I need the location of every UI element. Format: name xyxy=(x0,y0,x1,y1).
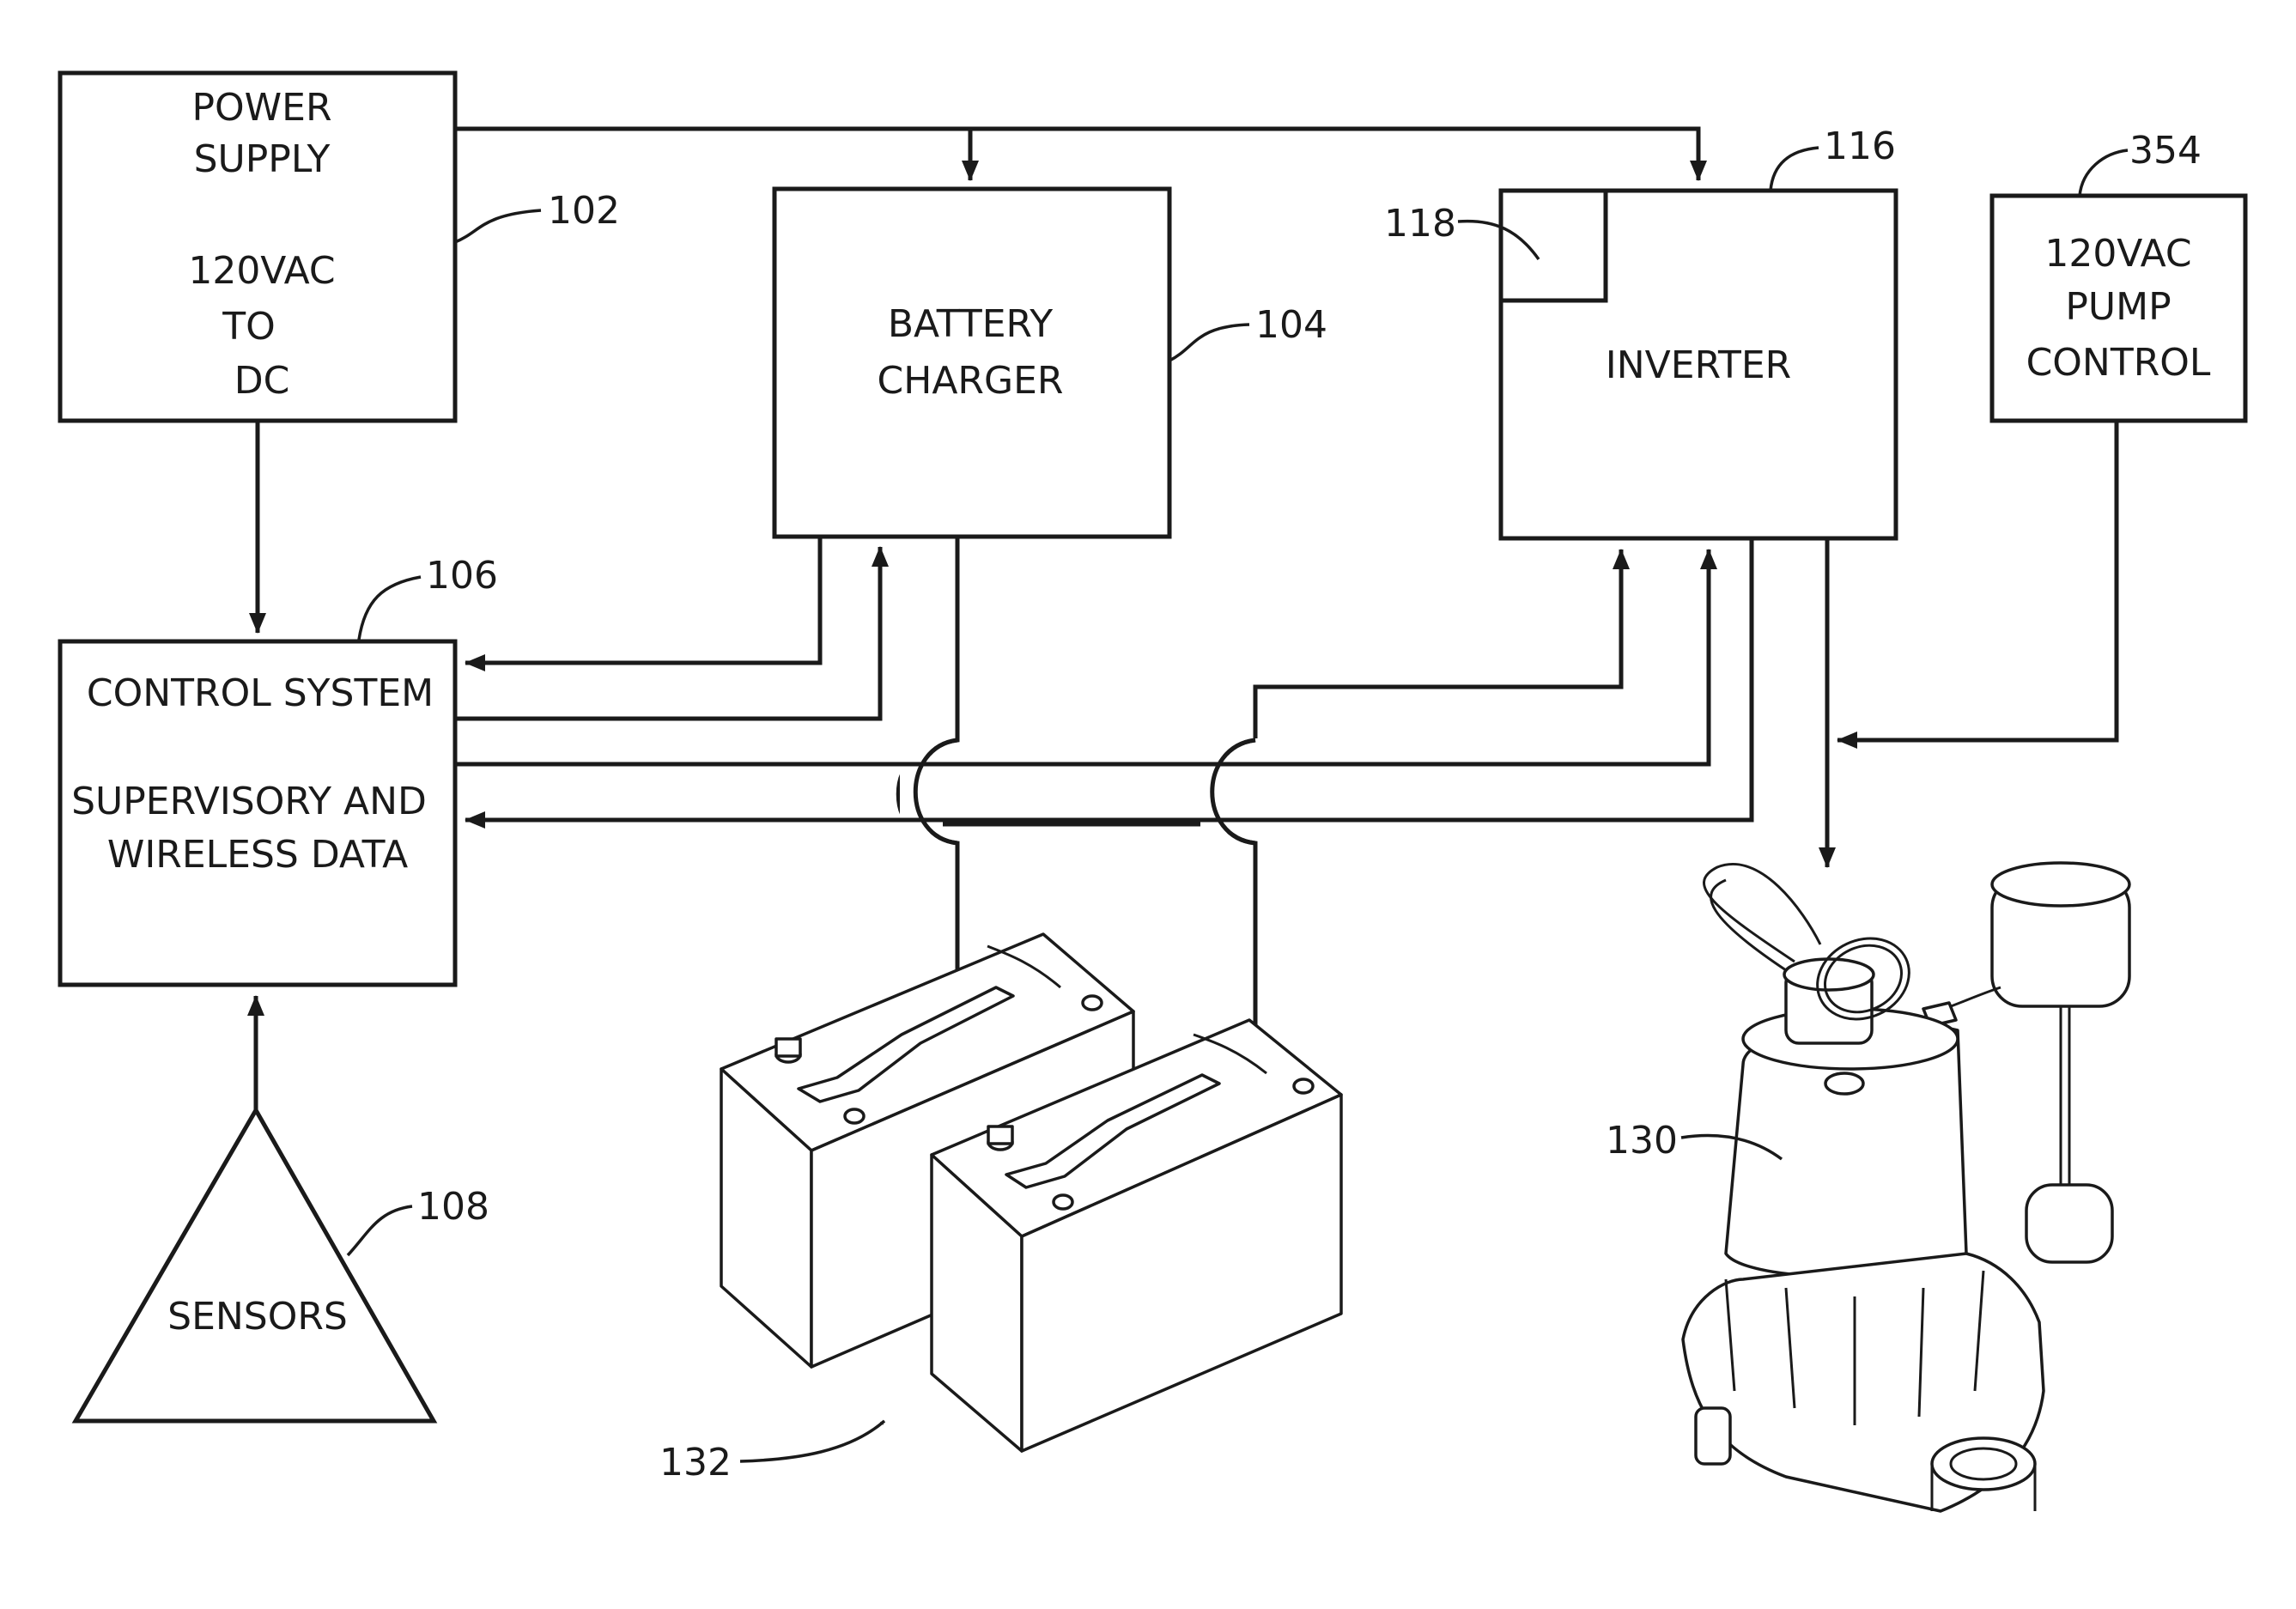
pump-control-block: 120VAC PUMP CONTROL xyxy=(1992,196,2245,421)
ref-108-label: 108 xyxy=(417,1185,489,1229)
ref-106-label: 106 xyxy=(426,554,498,598)
pump-control-line-2: PUMP xyxy=(2065,285,2171,329)
ref-104-callout: 104 xyxy=(1169,303,1327,361)
ref-354-callout: 354 xyxy=(2080,129,2202,196)
ref-102-callout: 102 xyxy=(455,189,620,242)
control-system-line-1: CONTROL SYSTEM xyxy=(87,671,434,715)
power-supply-line-4: TO xyxy=(222,305,276,349)
ref-116-label: 116 xyxy=(1824,124,1896,168)
sump-pump-illustration xyxy=(1683,863,2129,1511)
battery-charger-line-1: BATTERY xyxy=(888,302,1053,346)
power-supply-block: POWER SUPPLY 120VAC TO DC xyxy=(60,73,455,421)
ref-132-label: 132 xyxy=(659,1441,732,1485)
sensors-block: SENSORS xyxy=(76,1110,434,1421)
power-supply-line-1: POWER xyxy=(191,86,331,130)
control-system-block: CONTROL SYSTEM SUPERVISORY AND WIRELESS … xyxy=(60,641,455,985)
batteries-illustration xyxy=(721,934,1341,1451)
ref-130-label: 130 xyxy=(1606,1119,1678,1163)
power-supply-line-2: SUPPLY xyxy=(194,137,331,181)
ref-104-label: 104 xyxy=(1255,303,1327,347)
ref-116-callout: 116 xyxy=(1771,124,1896,191)
ref-108-callout: 108 xyxy=(348,1185,489,1255)
pump-control-line-3: CONTROL xyxy=(2026,341,2211,385)
ref-102-label: 102 xyxy=(548,189,620,233)
battery-charger-line-2: CHARGER xyxy=(878,359,1064,403)
power-supply-line-3: 120VAC xyxy=(188,249,335,293)
battery-charger-block: BATTERY CHARGER xyxy=(774,189,1169,537)
inverter-block: INVERTER xyxy=(1501,191,1896,538)
inverter-label: INVERTER xyxy=(1606,343,1791,387)
ref-118-label: 118 xyxy=(1384,202,1456,246)
control-system-line-3: WIRELESS DATA xyxy=(107,833,408,877)
power-supply-line-5: DC xyxy=(234,359,290,403)
sensors-label: SENSORS xyxy=(167,1295,348,1339)
pump-control-line-1: 120VAC xyxy=(2044,232,2191,276)
control-system-line-2: SUPERVISORY AND xyxy=(71,780,427,823)
wire-jumps xyxy=(900,740,1255,843)
ref-354-label: 354 xyxy=(2129,129,2202,173)
ref-132-callout: 132 xyxy=(659,1421,884,1485)
ref-106-callout: 106 xyxy=(359,554,498,640)
